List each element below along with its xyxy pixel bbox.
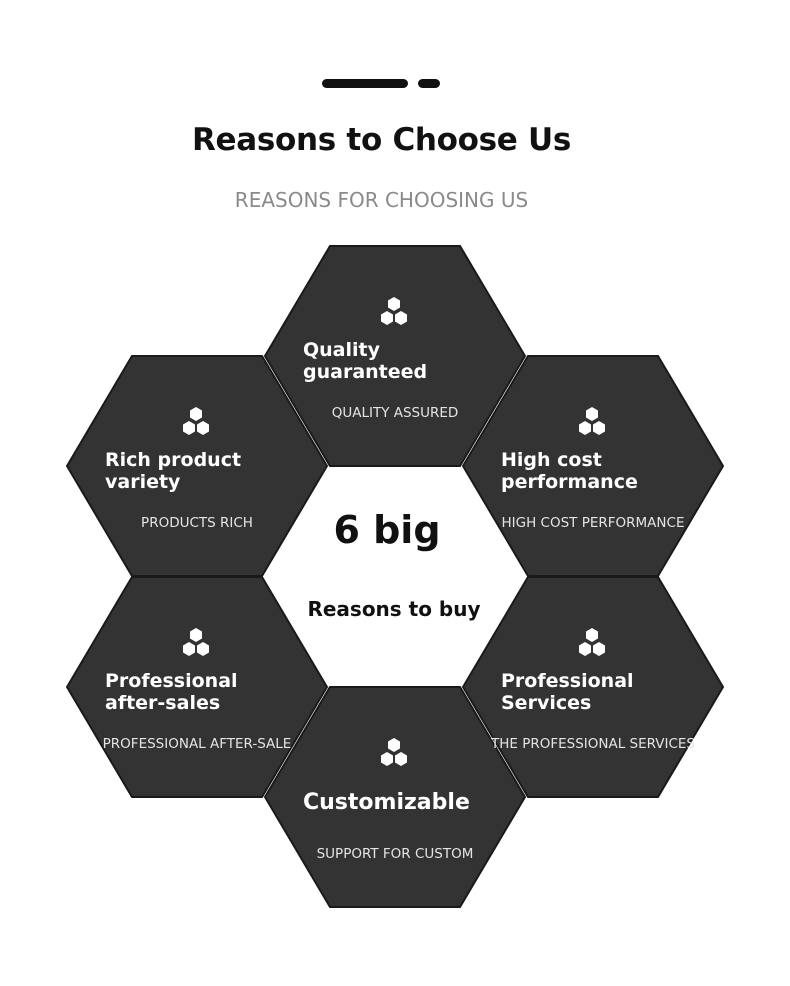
cubes-icon bbox=[183, 407, 209, 435]
reason-after-sales: Professional after-sales PROFESSIONAL AF… bbox=[67, 577, 327, 797]
reason-title: Rich product variety bbox=[105, 449, 242, 493]
cubes-icon bbox=[579, 628, 605, 656]
page-subtitle: REASONS FOR CHOOSING US bbox=[234, 188, 529, 212]
hexagon-quality bbox=[263, 245, 527, 467]
reason-title: Professional after-sales bbox=[105, 670, 238, 714]
page-title: Reasons to Choose Us bbox=[191, 122, 572, 158]
center-caption: Reasons to buy bbox=[307, 597, 481, 621]
hexagon-after-sales bbox=[65, 576, 329, 798]
reason-customizable: Customizable SUPPORT FOR CUSTOM bbox=[265, 687, 525, 907]
cubes-icon bbox=[579, 407, 605, 435]
reason-title: Professional Services bbox=[501, 670, 634, 714]
cubes-icon bbox=[183, 628, 209, 656]
reason-subtitle: PRODUCTS RICH bbox=[141, 515, 253, 531]
center-count: 6 big bbox=[333, 508, 441, 552]
cubes-icon bbox=[381, 738, 407, 766]
reason-title: Customizable bbox=[303, 790, 470, 815]
reason-subtitle: THE PROFESSIONAL SERVICES bbox=[490, 736, 696, 752]
reason-subtitle: PROFESSIONAL AFTER-SALE bbox=[102, 736, 292, 752]
cubes-icon bbox=[381, 297, 407, 325]
reason-subtitle: SUPPORT FOR CUSTOM bbox=[316, 846, 474, 862]
reason-quality: Quality guaranteed QUALITY ASSURED bbox=[265, 246, 525, 466]
reason-services: Professional Services THE PROFESSIONAL S… bbox=[463, 577, 723, 797]
reason-title: Quality guaranteed bbox=[303, 339, 428, 383]
reason-variety: Rich product variety PRODUCTS RICH bbox=[67, 356, 327, 576]
reason-title: High cost performance bbox=[501, 449, 638, 493]
decorative-bar-short bbox=[418, 79, 440, 88]
reason-subtitle: QUALITY ASSURED bbox=[331, 405, 459, 421]
reason-subtitle: HIGH COST PERFORMANCE bbox=[501, 515, 685, 531]
reason-performance: High cost performance HIGH COST PERFORMA… bbox=[463, 356, 723, 576]
hexagon-services bbox=[461, 576, 725, 798]
hexagon-customizable bbox=[263, 686, 527, 908]
decorative-bar-long bbox=[322, 79, 408, 88]
